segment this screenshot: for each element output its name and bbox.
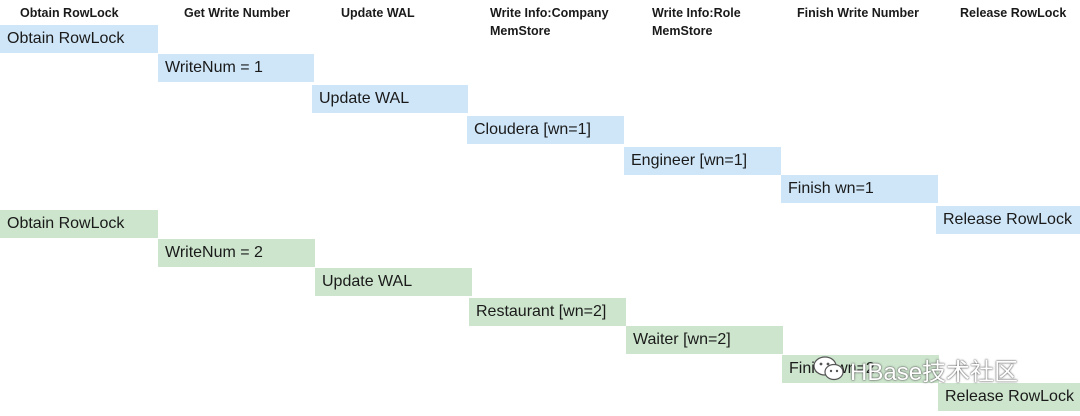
watermark-text: HBase技术社区 [850, 358, 1019, 386]
header-release-rowlock: Release RowLock [960, 6, 1067, 20]
write1-company-memstore: Cloudera [wn=1] [467, 116, 624, 144]
write2-role-memstore: Waiter [wn=2] [626, 326, 783, 354]
header-write-info-company: Write Info:Company MemStore [490, 6, 609, 38]
header-finish-write-number: Finish Write Number [797, 6, 920, 20]
write1-update-wal: Update WAL [312, 85, 468, 113]
header-get-write-number: Get Write Number [184, 6, 291, 20]
write1-finish-write-number: Finish wn=1 [781, 175, 938, 203]
write2-release-rowlock: Release RowLock [938, 383, 1080, 411]
header-obtain-rowlock: Obtain RowLock [20, 6, 119, 20]
write2-write-number: WriteNum = 2 [158, 239, 315, 267]
write2-obtain-rowlock: Obtain RowLock [0, 210, 158, 238]
write1-write-number: WriteNum = 1 [158, 54, 314, 82]
wechat-icon [813, 356, 844, 381]
write1-obtain-rowlock: Obtain RowLock [0, 25, 158, 53]
write1-role-memstore: Engineer [wn=1] [624, 147, 781, 175]
write1-release-rowlock: Release RowLock [936, 206, 1080, 234]
header-update-wal: Update WAL [341, 6, 415, 20]
watermark: HBase技术社区 [812, 352, 1018, 386]
write2-update-wal: Update WAL [315, 268, 472, 296]
write2-company-memstore: Restaurant [wn=2] [469, 298, 626, 326]
header-write-info-role: Write Info:Role MemStore [652, 6, 741, 38]
